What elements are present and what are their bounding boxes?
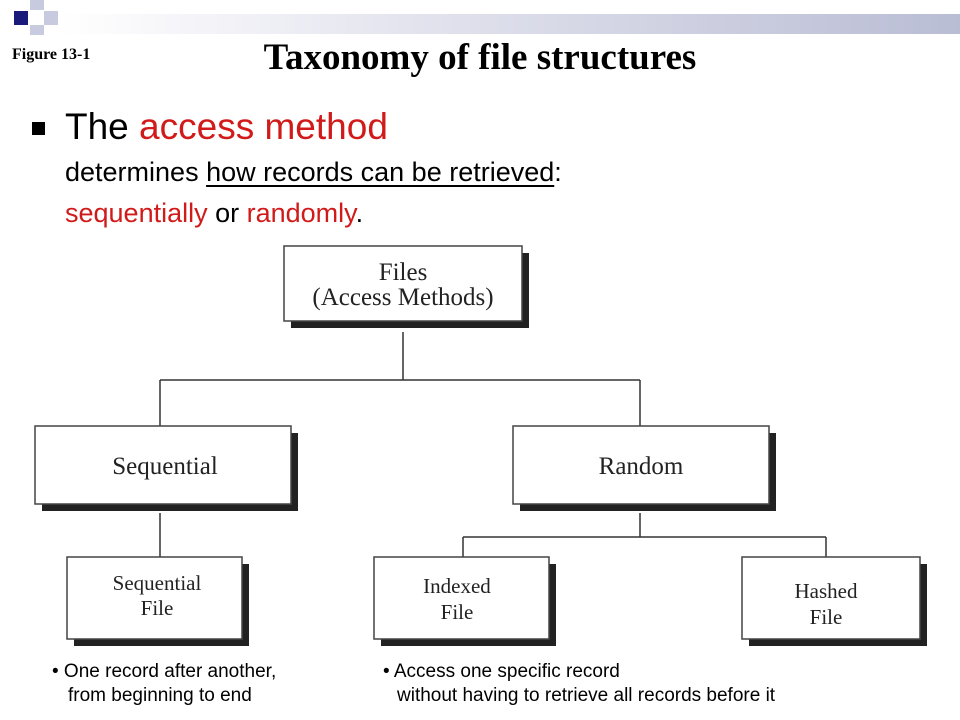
text-underlined: how records can be retrieved bbox=[206, 157, 555, 187]
text-plain: or bbox=[207, 198, 247, 228]
deco-square bbox=[30, 25, 44, 35]
node-label: (Access Methods) bbox=[312, 284, 493, 311]
text-plain: : bbox=[554, 157, 562, 187]
node-random: Random bbox=[512, 425, 776, 511]
text-randomly: randomly bbox=[246, 198, 356, 228]
node-sequential: Sequential bbox=[34, 425, 298, 511]
node-box bbox=[66, 556, 243, 640]
bullet-line-1: The access method bbox=[65, 106, 388, 148]
node-label: Random bbox=[599, 453, 684, 480]
figure-label: Figure 13-1 bbox=[12, 46, 91, 63]
node-label: Sequential bbox=[113, 571, 202, 595]
node-files: Files (Access Methods) bbox=[283, 245, 529, 328]
slide-title: Taxonomy of file structures bbox=[263, 37, 697, 78]
node-label: Indexed bbox=[423, 574, 491, 598]
node-hashed-file: Hashed File bbox=[741, 556, 927, 646]
bullet-line-3: sequentially or randomly. bbox=[65, 198, 363, 229]
header-gradient-bar bbox=[58, 14, 960, 34]
text-plain: The bbox=[65, 106, 140, 147]
node-indexed-file: Indexed File bbox=[373, 556, 556, 646]
note-line: from beginning to end bbox=[68, 685, 252, 706]
bullet-square-icon bbox=[32, 122, 45, 135]
node-label: Hashed bbox=[795, 579, 858, 603]
note-line: without having to retrieve all records b… bbox=[397, 685, 776, 706]
node-label: File bbox=[810, 605, 843, 629]
deco-square bbox=[44, 11, 58, 25]
node-box bbox=[373, 556, 550, 640]
node-label: File bbox=[441, 600, 474, 624]
text-access-method: access method bbox=[139, 106, 388, 147]
node-sequential-file: Sequential File bbox=[66, 556, 249, 646]
text-plain: determines bbox=[65, 157, 207, 187]
deco-square bbox=[14, 11, 28, 25]
note-sequential: • One record after another, from beginni… bbox=[52, 660, 276, 708]
text-sequentially: sequentially bbox=[65, 198, 208, 228]
node-box bbox=[283, 245, 523, 322]
node-box bbox=[512, 425, 770, 505]
note-random: • Access one specific record without hav… bbox=[383, 660, 775, 708]
node-label: Sequential bbox=[112, 453, 218, 480]
node-label: File bbox=[141, 596, 174, 620]
deco-square bbox=[30, 0, 44, 10]
node-box bbox=[741, 556, 921, 640]
node-label: Files bbox=[379, 259, 428, 286]
text-plain: . bbox=[355, 198, 364, 228]
node-box bbox=[34, 425, 292, 505]
connectors bbox=[159, 332, 827, 557]
note-line: • Access one specific record bbox=[383, 661, 620, 682]
bullet-line-2: determines how records can be retrieved: bbox=[65, 157, 562, 188]
note-line: • One record after another, bbox=[52, 661, 277, 682]
